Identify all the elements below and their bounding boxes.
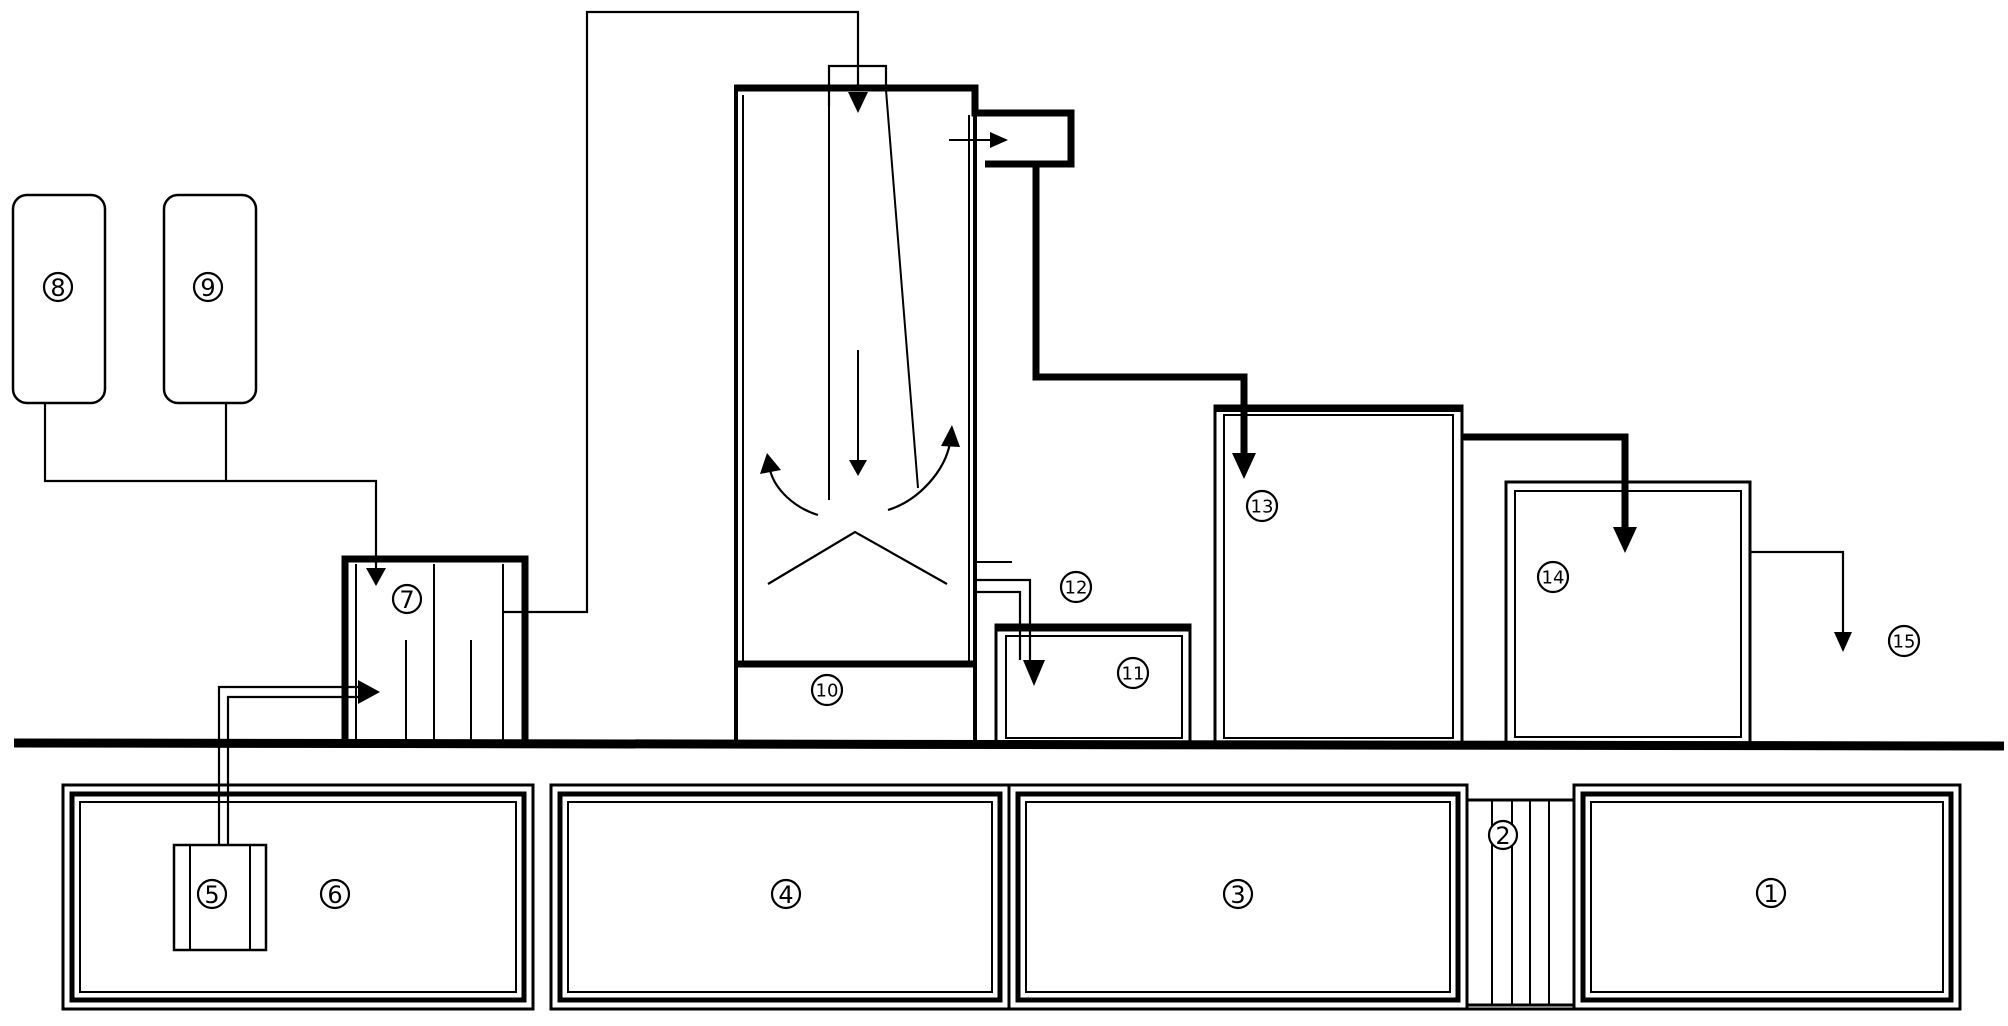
- reactor-feed-line: [503, 10, 860, 614]
- reactor-10: [734, 84, 1075, 743]
- svg-text:7: 7: [399, 586, 414, 614]
- tank-4: [549, 783, 1011, 1011]
- label-5: 5: [196, 878, 228, 910]
- pipe-13-to-14: [1462, 433, 1629, 530]
- sedimentation-tank-13: [1213, 404, 1464, 745]
- overflow-arrowhead: [1023, 660, 1045, 686]
- svg-text:10: 10: [816, 681, 839, 702]
- pipe-13-to-14-arrowhead: [1613, 527, 1637, 553]
- label-1: 1: [1755, 877, 1787, 909]
- label-2: 2: [1487, 819, 1519, 851]
- label-12: 12: [1059, 570, 1093, 604]
- label-10: 10: [810, 673, 844, 707]
- label-8: 8: [42, 271, 74, 303]
- mixing-tank-7: [341, 555, 529, 743]
- svg-text:5: 5: [204, 881, 219, 909]
- dosing-arrowhead: [366, 568, 386, 586]
- effluent-pipe-to-13: [1032, 164, 1248, 456]
- svg-text:4: 4: [778, 881, 793, 909]
- label-9: 9: [192, 271, 224, 303]
- tank-14: [1504, 480, 1752, 745]
- effluent-arrowhead-13: [1232, 453, 1256, 479]
- label-6: 6: [319, 878, 351, 910]
- discharge-line: [1750, 550, 1845, 634]
- svg-text:1: 1: [1763, 880, 1778, 908]
- label-3: 3: [1222, 878, 1254, 910]
- label-7: 7: [391, 583, 423, 615]
- svg-text:6: 6: [327, 881, 342, 909]
- screen-2: [1465, 798, 1576, 1011]
- svg-text:14: 14: [1542, 568, 1565, 589]
- svg-text:3: 3: [1230, 881, 1245, 909]
- svg-text:15: 15: [1893, 632, 1916, 653]
- label-4: 4: [770, 878, 802, 910]
- label-14: 14: [1536, 560, 1570, 594]
- discharge-arrowhead: [1834, 632, 1852, 652]
- svg-text:8: 8: [50, 274, 65, 302]
- svg-text:12: 12: [1065, 578, 1088, 599]
- pump-outlet-pipe: [217, 685, 362, 845]
- tank-6: [61, 783, 535, 1011]
- svg-text:11: 11: [1122, 664, 1145, 685]
- reactor-feed-arrowhead: [848, 92, 868, 113]
- pump-outlet-arrowhead: [358, 680, 380, 704]
- dosing-line: [43, 403, 378, 568]
- label-13: 13: [1245, 489, 1279, 523]
- label-15: 15: [1887, 624, 1921, 658]
- svg-text:13: 13: [1251, 497, 1274, 518]
- svg-text:2: 2: [1495, 822, 1510, 850]
- sludge-tank-11: [994, 623, 1192, 745]
- label-11: 11: [1116, 656, 1150, 690]
- svg-text:9: 9: [200, 274, 215, 302]
